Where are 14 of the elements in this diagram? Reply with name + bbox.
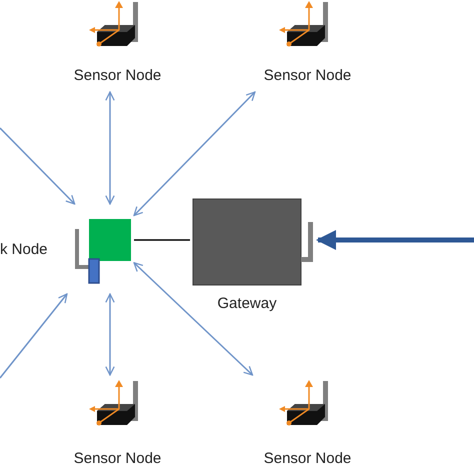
node-label: Sensor Node: [74, 451, 162, 466]
node-label: k Node: [0, 242, 48, 256]
node-label: Gateway: [217, 296, 277, 311]
arrow: [0, 127, 76, 205]
arrow: [133, 91, 256, 216]
node-label: Sensor Node: [74, 68, 162, 83]
thick-arrow: [316, 230, 474, 250]
arrow: [0, 293, 68, 378]
connector-line: [134, 239, 190, 241]
node-label: Sensor Node: [264, 451, 352, 466]
arrow: [133, 262, 254, 376]
node-label: Sensor Node: [264, 68, 352, 83]
arrow: [105, 293, 115, 376]
arrow: [105, 91, 115, 205]
